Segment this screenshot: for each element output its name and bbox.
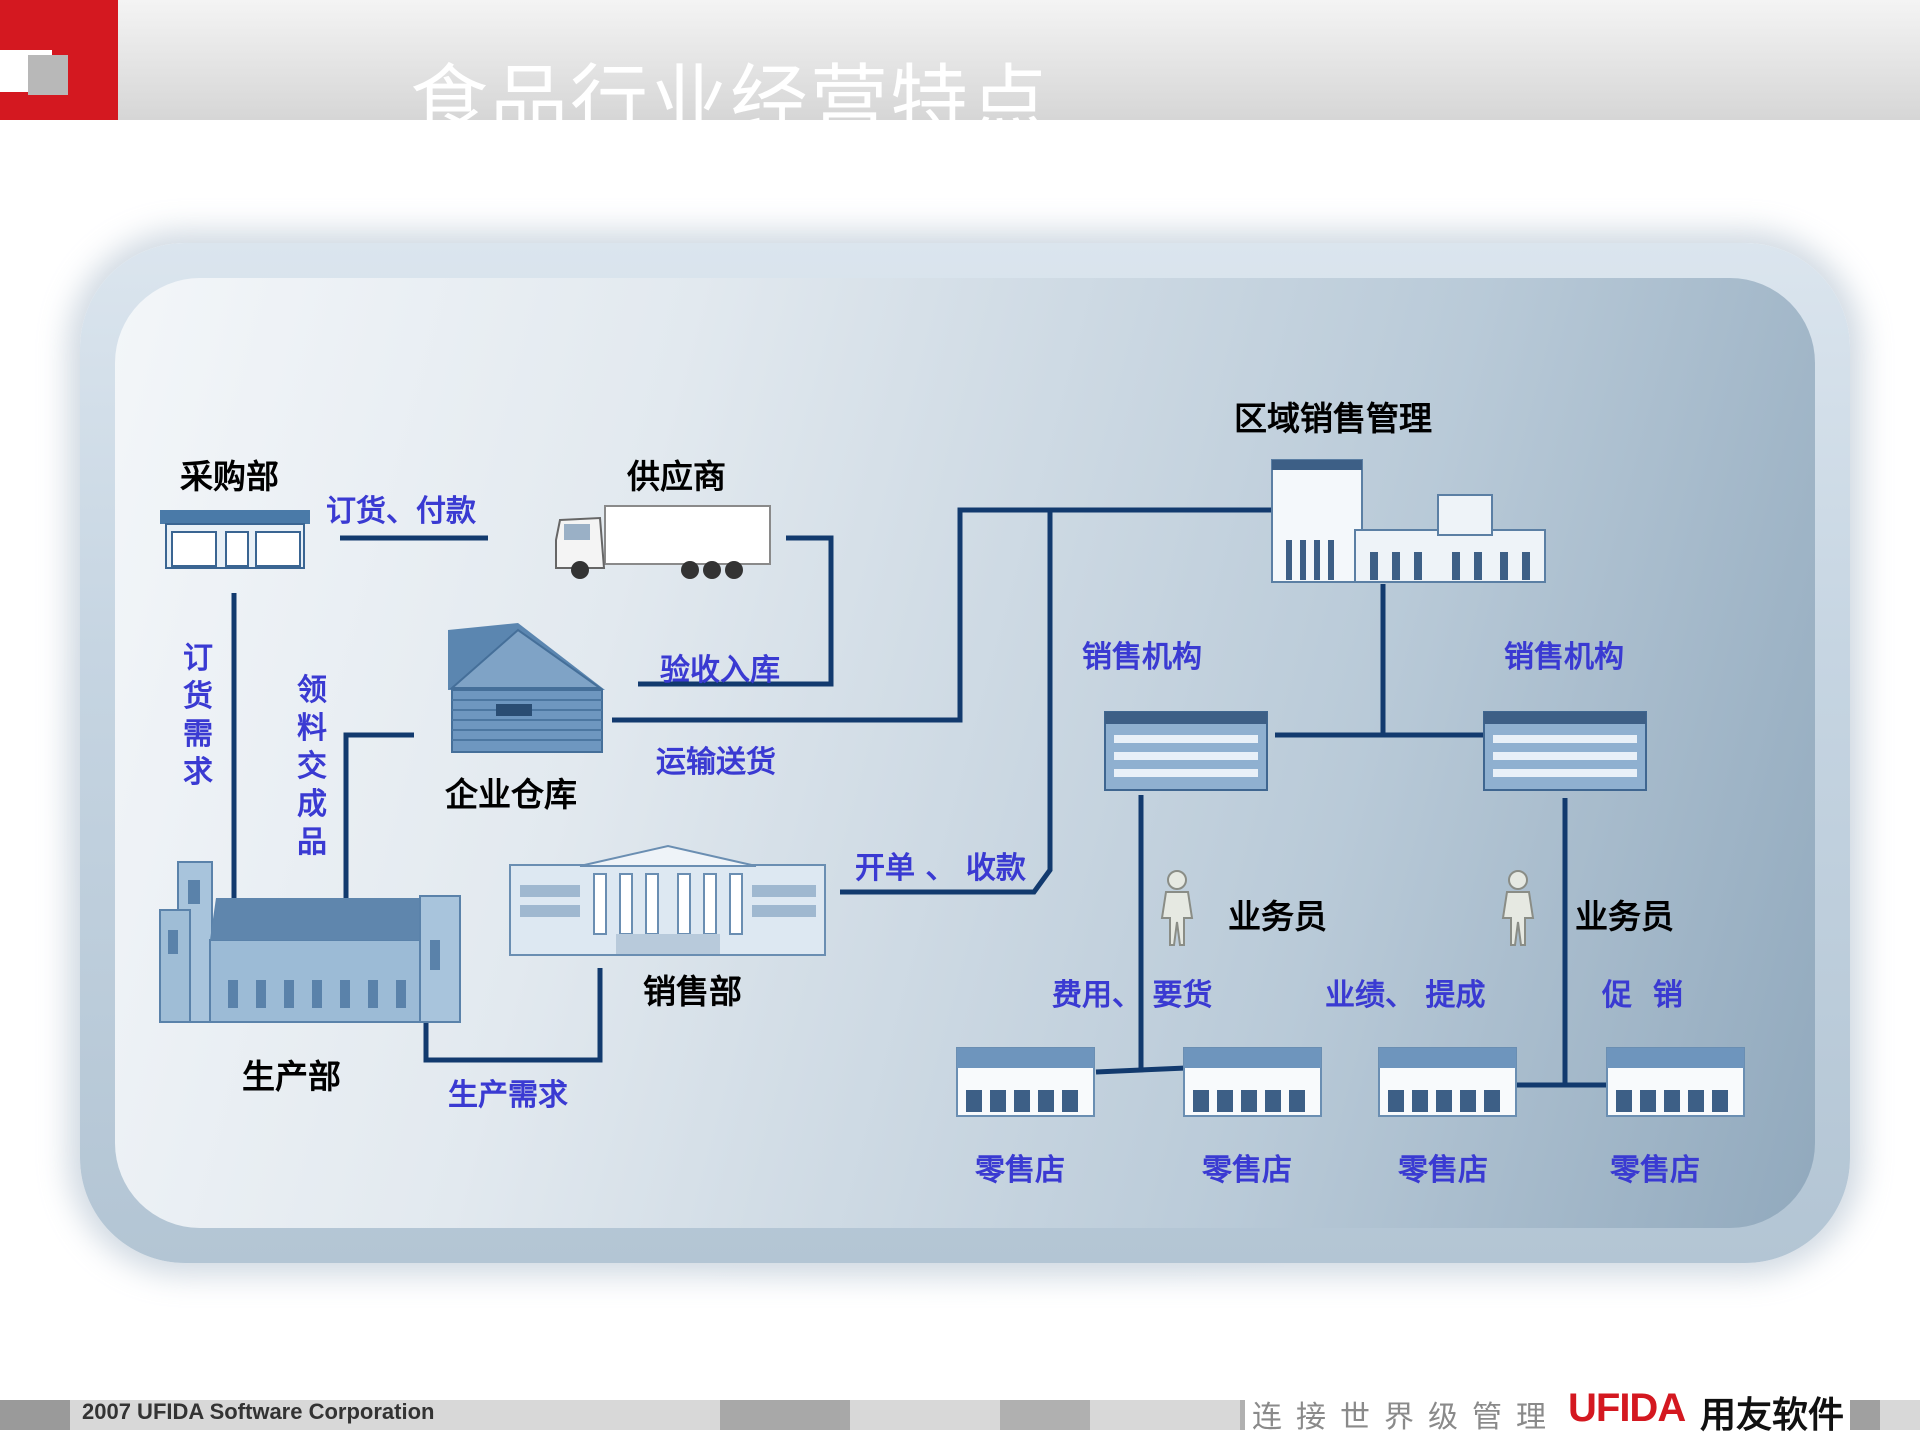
node-sales-org-2: 销售机构	[1504, 640, 1624, 675]
node-sales-org-1: 销售机构	[1082, 640, 1202, 675]
sales-org-building-icon-2	[1483, 711, 1647, 791]
node-supplier: 供应商	[627, 457, 726, 496]
flow-promotion: 促 销	[1602, 978, 1683, 1013]
flow-fee-order: 费用、 要货	[1052, 978, 1213, 1013]
regional-hq-building-icon	[1271, 459, 1546, 583]
warehouse-icon	[448, 623, 605, 753]
salesman-figure-icon-1	[1160, 870, 1194, 946]
footer-brand-area	[1245, 1388, 1855, 1440]
retail-shop-icon-2	[1183, 1047, 1322, 1117]
retail-shop-icon-1	[956, 1047, 1095, 1117]
node-sales-dept: 销售部	[643, 972, 742, 1011]
node-production: 生产部	[242, 1057, 341, 1096]
connector-production-demand	[423, 968, 603, 1063]
connector-warehouse-production	[343, 732, 414, 898]
node-retail-2: 零售店	[1202, 1153, 1292, 1188]
footer-segment	[0, 1400, 70, 1430]
brand-logo-en: UFIDA	[1568, 1386, 1686, 1430]
sales-dept-building-icon	[509, 844, 826, 956]
node-warehouse: 企业仓库	[445, 775, 577, 814]
sales-org-building-icon-1	[1104, 711, 1268, 791]
logo-grey-square	[28, 55, 68, 95]
retail-shop-icon-4	[1606, 1047, 1745, 1117]
supplier-truck-icon	[555, 505, 771, 579]
flow-production-demand: 生产需求	[448, 1078, 568, 1113]
node-purchasing: 采购部	[180, 457, 279, 496]
connector-invoice	[840, 510, 1053, 895]
production-factory-icon	[159, 861, 461, 1023]
header-bar	[0, 0, 1920, 120]
retail-shop-icon-3	[1378, 1047, 1517, 1117]
node-salesman-1: 业务员	[1228, 897, 1327, 936]
flow-order-demand: 订货需求	[183, 641, 213, 790]
copyright-text: 2007 UFIDA Software Corporation	[82, 1399, 435, 1424]
brand-logo-cn: 用友软件	[1700, 1395, 1845, 1436]
footer-segment	[1000, 1400, 1090, 1430]
flow-receive-store: 验收入库	[660, 653, 780, 688]
flow-material-output: 领料交成品	[297, 673, 327, 860]
connector-supplier-warehouse	[638, 535, 834, 687]
flow-transport: 运输送货	[656, 745, 776, 780]
page-title: 食品行业经营特点	[410, 57, 1051, 120]
footer-slogan: 连接世界级管理	[1252, 1400, 1560, 1435]
salesman-figure-icon-2	[1501, 870, 1535, 946]
connector-transport	[612, 507, 1280, 723]
footer-segment	[1850, 1400, 1880, 1430]
node-retail-1: 零售店	[975, 1153, 1065, 1188]
connector-retail-1-2	[1095, 1065, 1187, 1075]
footer-segment	[720, 1400, 850, 1430]
flow-performance: 业绩、 提成	[1325, 978, 1486, 1013]
node-salesman-2: 业务员	[1575, 897, 1674, 936]
node-regional-sales: 区域销售管理	[1234, 399, 1432, 438]
node-retail-4: 零售店	[1610, 1153, 1700, 1188]
flow-invoice-collect: 开单 、 收款	[855, 851, 1026, 886]
node-retail-3: 零售店	[1398, 1153, 1488, 1188]
flow-order-pay: 订货、付款	[326, 494, 476, 529]
purchasing-shop-icon	[160, 510, 310, 569]
